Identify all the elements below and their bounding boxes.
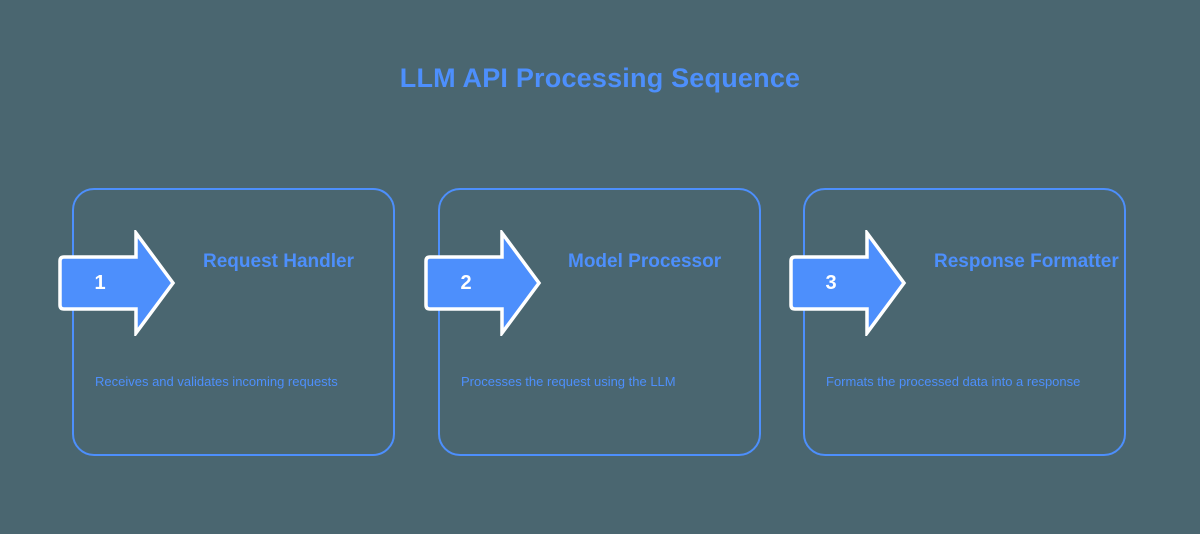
step-arrow-2: 2: [424, 230, 542, 336]
right-arrow-icon: [58, 230, 176, 336]
right-arrow-icon: [789, 230, 907, 336]
step-card-3[interactable]: [803, 188, 1126, 456]
diagram-title: LLM API Processing Sequence: [399, 63, 801, 93]
step-heading-3: Response Formatter: [934, 251, 1119, 272]
step-description-2: Processes the request using the LLM: [461, 374, 676, 389]
step-heading-2: Model Processor: [568, 251, 722, 272]
step-card-1[interactable]: [72, 188, 395, 456]
step-card-2[interactable]: [438, 188, 761, 456]
step-description-3: Formats the processed data into a respon…: [826, 374, 1081, 389]
step-description-1: Receives and validates incoming requests: [95, 374, 338, 389]
step-arrow-1: 1: [58, 230, 176, 336]
step-heading-1: Request Handler: [203, 251, 354, 272]
step-arrow-3: 3: [789, 230, 907, 336]
right-arrow-icon: [424, 230, 542, 336]
